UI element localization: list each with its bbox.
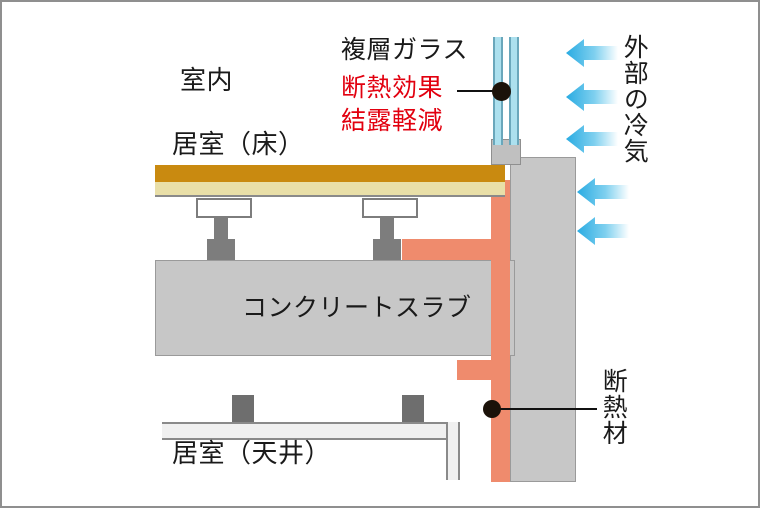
label-glass-effect-insulation: 断熱効果 bbox=[341, 74, 444, 102]
label-outside-cold-air: 外部の冷気 bbox=[620, 34, 649, 164]
ceiling-board bbox=[162, 422, 457, 440]
glass-leader-line bbox=[457, 90, 505, 92]
floor-pedestal-base bbox=[373, 239, 401, 260]
ceiling-hanger bbox=[402, 395, 424, 423]
exterior-wall-concrete bbox=[510, 157, 576, 482]
cold-air-arrow bbox=[566, 125, 618, 153]
floor-pedestal-base bbox=[207, 239, 235, 260]
floor-pedestal-cap bbox=[196, 198, 252, 218]
label-ceiling-room: 居室（天井） bbox=[172, 438, 332, 468]
ceiling-hanger bbox=[232, 395, 254, 423]
label-indoor: 室内 bbox=[180, 65, 234, 95]
floor-substrate-layer bbox=[155, 182, 505, 195]
label-floor-room: 居室（床） bbox=[172, 129, 305, 159]
floor-pedestal-cap bbox=[362, 198, 418, 218]
ceiling-edge-return bbox=[446, 422, 460, 480]
label-glass-title: 複層ガラス bbox=[341, 36, 469, 64]
label-glass-effect-condensation: 結露軽減 bbox=[341, 107, 444, 135]
insulation-leader-dot bbox=[483, 400, 501, 418]
cold-air-arrow bbox=[577, 217, 629, 245]
cold-air-arrow bbox=[566, 39, 618, 67]
insulation-upper-return bbox=[402, 239, 497, 260]
floor-finish-layer bbox=[155, 165, 505, 182]
label-concrete-slab: コンクリートスラブ bbox=[242, 294, 472, 322]
cold-air-arrow bbox=[577, 178, 629, 206]
floor-underside-line bbox=[155, 195, 505, 197]
insulation-leader-line bbox=[497, 408, 597, 410]
label-insulation: 断熱材 bbox=[599, 368, 628, 446]
concrete-slab bbox=[155, 260, 515, 356]
insulation-vertical bbox=[491, 180, 510, 482]
insulation-lower-return bbox=[457, 360, 497, 380]
glass-leader-dot bbox=[492, 82, 511, 101]
cold-air-arrow bbox=[566, 83, 618, 111]
